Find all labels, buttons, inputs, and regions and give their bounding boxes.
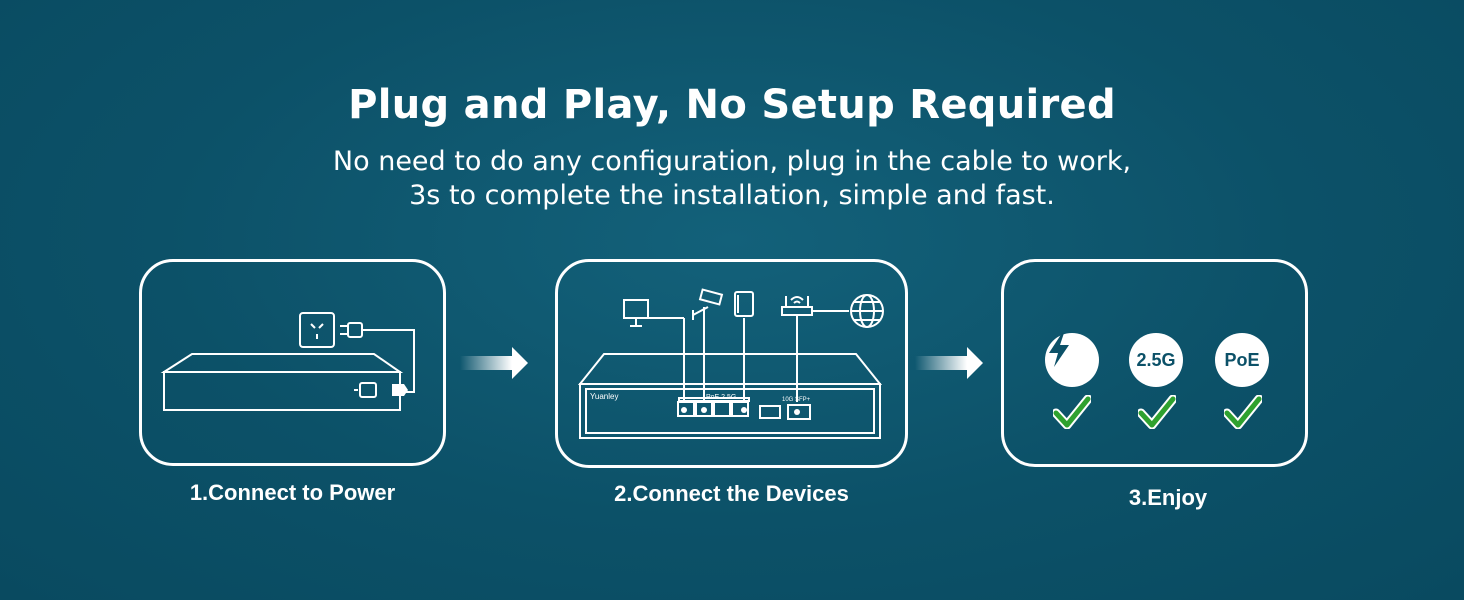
feature-lightning	[1045, 333, 1099, 387]
feature-speed-text: 2.5G	[1136, 349, 1176, 370]
arrow-right-icon	[460, 347, 528, 379]
step-2-panel: Yuanley PoE 2.5G 10G SFP+	[555, 259, 908, 468]
feature-speed: 2.5G	[1129, 333, 1183, 387]
lightning-icon	[1049, 333, 1069, 367]
subtitle-line-2: 3s to complete the installation, simple …	[409, 180, 1055, 211]
feature-poe: PoE	[1215, 333, 1269, 387]
arrow-right-icon	[915, 347, 983, 379]
uplink-label: 10G SFP+	[782, 397, 811, 403]
port-label: PoE 2.5G	[706, 394, 736, 401]
switch-devices-illustration: Yuanley PoE 2.5G 10G SFP+	[577, 288, 884, 439]
checkmark-icon	[1138, 395, 1176, 429]
subtitle-line-1: No need to do any configuration, plug in…	[332, 146, 1132, 177]
checkmark-icon	[1053, 395, 1091, 429]
step-3-label: 3.Enjoy	[1128, 485, 1208, 510]
step-1-panel	[139, 259, 446, 466]
switch-power-illustration	[160, 312, 415, 411]
step-1-label: 1.Connect to Power	[189, 480, 396, 505]
page-title: Plug and Play, No Setup Required	[348, 82, 1116, 128]
step-3-panel: 2.5G PoE	[1001, 259, 1308, 467]
step-2-label: 2.Connect the Devices	[614, 481, 849, 506]
checkmark-icon	[1224, 395, 1262, 429]
brand-label: Yuanley	[590, 392, 618, 401]
feature-poe-text: PoE	[1224, 349, 1260, 370]
